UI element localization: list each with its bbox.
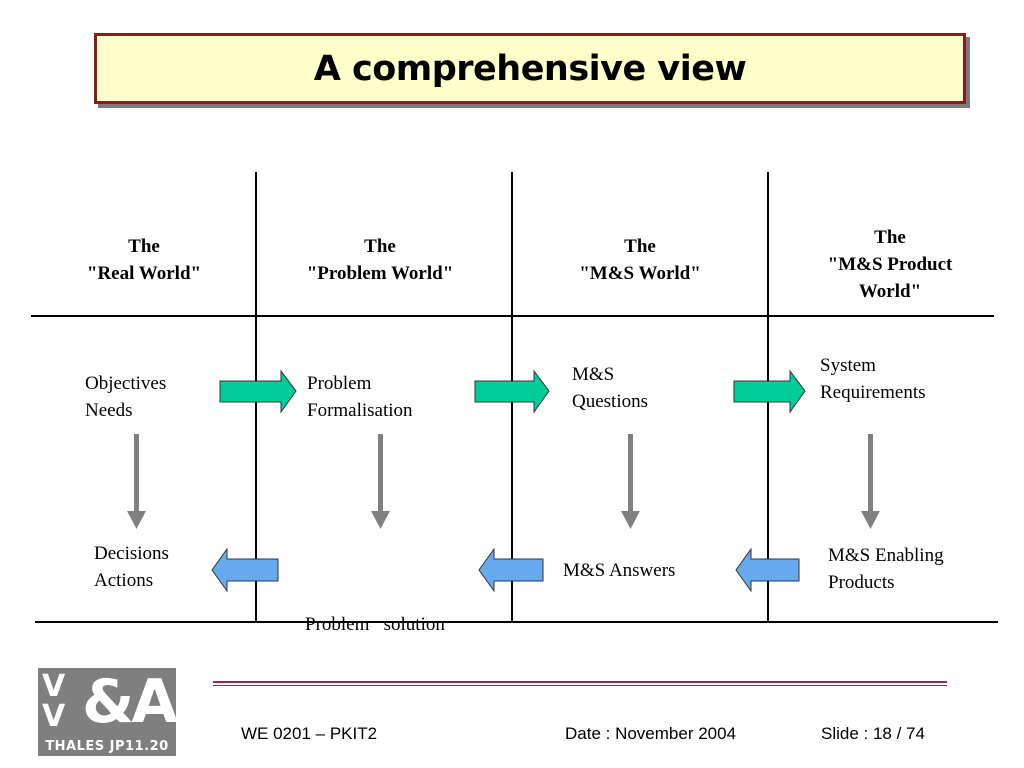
- title-box: A comprehensive view: [94, 33, 966, 104]
- column-header-line2: "Real World": [86, 263, 202, 284]
- cell-line2: Questions: [572, 391, 648, 412]
- down-arrow-4: [861, 434, 880, 529]
- cell-system-requirements: System Requirements: [820, 352, 926, 406]
- va-thales-logo: V V &A THALES JP11.20: [38, 668, 176, 756]
- cell-line1: Problem: [307, 373, 372, 394]
- cell-line1: M&S: [572, 364, 615, 385]
- column-header-line1: The: [364, 236, 396, 257]
- backward-arrow-2: [478, 547, 544, 593]
- column-header-problem-world: The "Problem World": [270, 233, 490, 287]
- logo-letter-v-bottom: V: [42, 699, 66, 734]
- cell-ms-enabling-products: M&S Enabling Products: [828, 542, 944, 596]
- forward-arrow-2: [474, 369, 550, 414]
- cell-line1: Problem solution: [305, 614, 445, 635]
- forward-arrow-3: [733, 369, 806, 414]
- column-header-line2: "M&S Product: [827, 254, 953, 275]
- logo-subtitle: THALES JP11.20: [45, 739, 169, 754]
- cell-decisions-actions: Decisions Actions: [94, 540, 169, 594]
- footer-slide-number: Slide : 18 / 74: [821, 724, 925, 743]
- column-header-line1: The: [874, 227, 906, 248]
- cell-line2: Requirements: [820, 382, 926, 403]
- backward-arrow-3: [735, 547, 800, 593]
- cell-line1: M&S Answers: [563, 560, 676, 581]
- footer-rule-top: [213, 681, 947, 683]
- logo-ampersand-a: &A: [82, 668, 176, 737]
- down-arrow-3: [621, 434, 640, 529]
- cell-line1: System: [820, 355, 876, 376]
- down-arrow-1: [127, 434, 146, 529]
- cell-line2: Actions: [94, 570, 154, 591]
- forward-arrow-1: [219, 369, 297, 414]
- logo-letter-v-top: V: [42, 669, 66, 704]
- cell-line1: M&S Enabling: [828, 545, 944, 566]
- footer-date: Date : November 2004: [565, 724, 737, 743]
- cell-line1: Decisions: [94, 543, 169, 564]
- footer-course: WE 0201 – PKIT2: [241, 724, 378, 743]
- cell-line1: Objectives: [85, 373, 167, 394]
- cell-line2: Formalisation: [307, 400, 413, 421]
- cell-problem-solution: Problem solution: [305, 557, 445, 665]
- backward-arrow-1: [211, 547, 279, 593]
- cell-ms-answers: M&S Answers: [563, 557, 675, 584]
- column-header-real-world: The "Real World": [46, 233, 242, 287]
- cell-problem-formalisation: Problem Formalisation: [307, 370, 413, 424]
- column-header-line2: "M&S World": [579, 263, 701, 284]
- cell-ms-questions: M&S Questions: [572, 361, 648, 415]
- cell-line2: Needs: [85, 400, 133, 421]
- column-header-line1: The: [624, 236, 656, 257]
- footer-rule-bottom: [213, 685, 947, 686]
- column-header-line1: The: [128, 236, 160, 257]
- slide-title: A comprehensive view: [313, 48, 747, 89]
- column-header-line3: World": [858, 281, 922, 302]
- column-header-line2: "Problem World": [306, 263, 454, 284]
- cell-objectives-needs: Objectives Needs: [85, 370, 166, 424]
- cell-line2: Products: [828, 572, 895, 593]
- down-arrow-2: [371, 434, 390, 529]
- column-header-ms-product-world: The "M&S Product World": [790, 224, 990, 305]
- column-header-ms-world: The "M&S World": [530, 233, 750, 287]
